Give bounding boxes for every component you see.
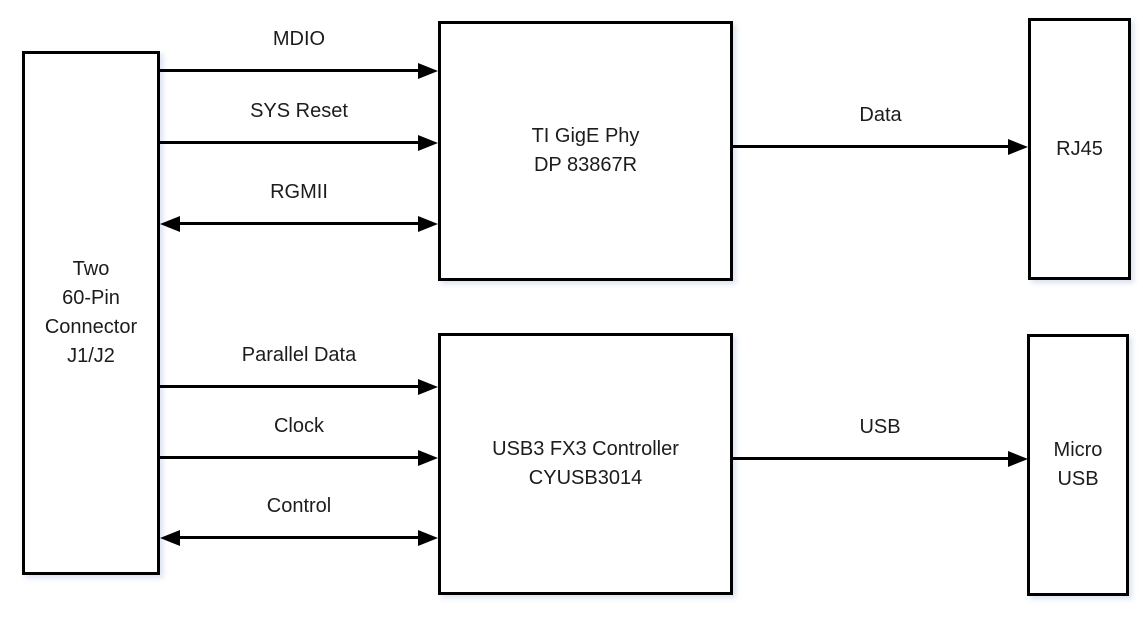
arrowhead-left-icon (160, 530, 180, 546)
edge-control: Control (160, 493, 438, 546)
node-connector-label-line4: J1/J2 (67, 345, 115, 367)
edge-clock-line (160, 456, 421, 459)
node-gige-phy-label-line2: DP 83867R (533, 154, 638, 176)
node-connector-label-line3: Connector (44, 316, 138, 338)
edge-sys-reset-line (160, 141, 421, 144)
edge-rgmii: RGMII (160, 179, 438, 232)
node-micro-usb-label-line1: Micro (1053, 439, 1103, 461)
edge-usb-line (732, 457, 1011, 460)
node-connector-j1j2: Two 60-Pin Connector J1/J2 (22, 51, 160, 575)
edge-data-line (733, 145, 1011, 148)
arrowhead-right-icon (418, 530, 438, 546)
arrowhead-right-icon (1008, 451, 1028, 467)
arrowhead-right-icon (418, 63, 438, 79)
edge-parallel-data: Parallel Data (160, 342, 438, 395)
edge-control-line (177, 536, 421, 539)
edge-sys-reset: SYS Reset (160, 98, 438, 151)
arrowhead-right-icon (418, 450, 438, 466)
edge-mdio-label: MDIO (272, 28, 326, 50)
arrowhead-right-icon (1008, 139, 1028, 155)
edge-control-label: Control (266, 495, 332, 517)
node-connector-label-line2: 60-Pin (62, 287, 120, 309)
node-connector-label-line1: Two (72, 258, 110, 280)
node-usb3-fx3-controller: USB3 FX3 Controller CYUSB3014 (438, 333, 733, 595)
edge-clock: Clock (160, 413, 438, 466)
arrowhead-right-icon (418, 379, 438, 395)
arrowhead-right-icon (418, 216, 438, 232)
arrowhead-left-icon (160, 216, 180, 232)
node-micro-usb-label-line2: USB (1057, 468, 1099, 490)
edge-parallel-data-line (160, 385, 421, 388)
node-gige-phy-label-line1: TI GigE Phy (531, 125, 640, 147)
edge-mdio: MDIO (160, 26, 438, 79)
edge-mdio-line (160, 69, 421, 72)
edge-data: Data (733, 102, 1028, 155)
node-usb3-fx3-label-line1: USB3 FX3 Controller (492, 438, 679, 460)
edge-rgmii-line (177, 222, 421, 225)
edge-sys-reset-label: SYS Reset (250, 100, 348, 122)
edge-rgmii-label: RGMII (270, 181, 328, 203)
edge-usb-label: USB (859, 416, 901, 438)
node-rj45: RJ45 (1028, 18, 1131, 280)
edge-data-label: Data (859, 104, 902, 126)
edge-clock-label: Clock (273, 415, 324, 437)
edge-parallel-data-label: Parallel Data (241, 344, 357, 366)
node-rj45-label: RJ45 (1056, 137, 1103, 160)
node-micro-usb: Micro USB (1027, 334, 1129, 596)
arrowhead-right-icon (418, 135, 438, 151)
edge-usb: USB (732, 414, 1028, 467)
node-usb3-fx3-label-line2: CYUSB3014 (528, 467, 643, 489)
node-gige-phy: TI GigE Phy DP 83867R (438, 21, 733, 281)
